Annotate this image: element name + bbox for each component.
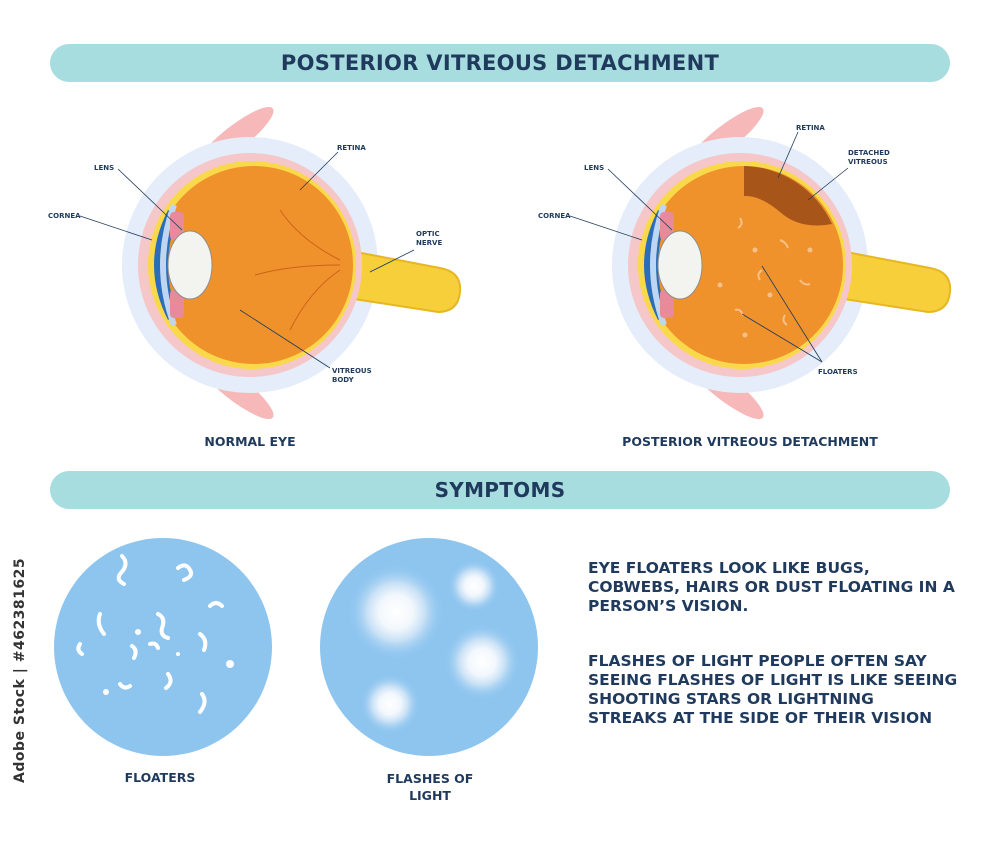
retina-label: RETINA — [796, 124, 825, 132]
detached-vitreous-label-1: DETACHED — [848, 149, 890, 157]
normal-eye-caption: NORMAL EYE — [204, 434, 296, 449]
vessels — [254, 209, 341, 331]
normal-eye-diagram: LENS CORNEA RETINA OPTIC NERVE VITREOUS … — [48, 106, 462, 420]
flash-1 — [348, 564, 444, 660]
lens — [657, 230, 703, 300]
flashes-illustration — [320, 538, 538, 756]
flash-4 — [360, 674, 420, 734]
floaters-description: EYE FLOATERS LOOK LIKE BUGS, COBWEBS, HA… — [588, 559, 955, 615]
floater-shapes — [76, 554, 224, 714]
optic-nerve-label-1: OPTIC — [416, 230, 440, 238]
floaters-illustration — [54, 538, 272, 756]
detached-vitreous-label-2: VITREOUS — [848, 158, 888, 166]
flashes-description: FLASHES OF LIGHT PEOPLE OFTEN SAY SEEING… — [588, 652, 958, 727]
lens-label: LENS — [94, 164, 114, 172]
vitreous-label-1: VITREOUS — [332, 367, 372, 375]
pvd-eye-illustration — [612, 106, 952, 420]
page-title: POSTERIOR VITREOUS DETACHMENT — [280, 51, 720, 75]
symptoms-banner: SYMPTOMS — [50, 471, 950, 509]
vitreous-label-2: BODY — [332, 376, 355, 384]
optic-nerve-label-2: NERVE — [416, 239, 442, 247]
flash-2 — [448, 560, 500, 612]
floater-specks — [717, 217, 813, 338]
normal-eye-illustration — [122, 106, 462, 420]
pvd-eye-diagram: LENS CORNEA RETINA DETACHED VITREOUS FLO… — [538, 106, 952, 420]
symptoms-title: SYMPTOMS — [434, 478, 566, 502]
stock-id-watermark: Adobe Stock | #462381625 — [12, 557, 28, 783]
flashes-caption-line-2: LIGHT — [409, 788, 451, 803]
floaters-circle — [54, 538, 272, 756]
floater-dots — [103, 629, 234, 695]
cornea-label: CORNEA — [538, 212, 571, 220]
flashes-caption-line-1: FLASHES OF — [386, 771, 474, 786]
optic-nerve — [334, 246, 462, 314]
flashes-caption: FLASHES OF LIGHT — [360, 770, 500, 804]
pvd-caption: POSTERIOR VITREOUS DETACHMENT — [622, 434, 878, 449]
lens — [167, 230, 213, 300]
cornea-label: CORNEA — [48, 212, 81, 220]
floaters-caption: FLOATERS — [124, 770, 196, 785]
title-banner: POSTERIOR VITREOUS DETACHMENT — [50, 44, 950, 82]
detached-vitreous — [744, 166, 832, 226]
lens-label: LENS — [584, 164, 604, 172]
flash-3 — [444, 624, 520, 700]
floaters-label: FLOATERS — [818, 368, 858, 376]
vitreous-body — [155, 166, 353, 364]
retina-label: RETINA — [337, 144, 366, 152]
optic-nerve — [824, 246, 952, 314]
